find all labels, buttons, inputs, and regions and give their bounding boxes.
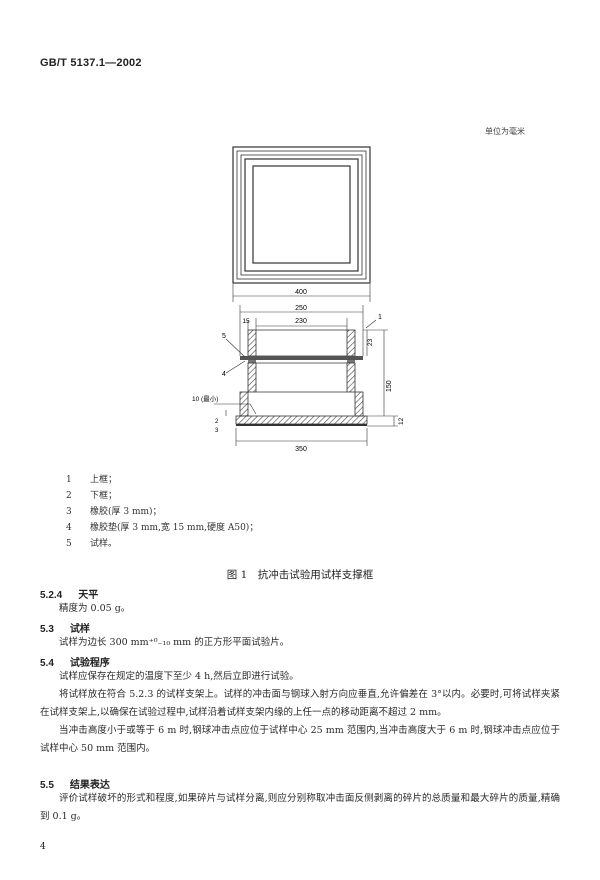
callout-5: 5	[222, 333, 226, 340]
dim-overall: 400	[295, 289, 307, 296]
section-body-5-4: 试样应保存在规定的温度下至少 4 h,然后立即进行试验。 将试样放在符合 5.2…	[40, 671, 560, 754]
dim-frame-outer: 250	[295, 305, 307, 312]
plan-view	[232, 146, 371, 284]
legend-number: 4	[66, 523, 72, 533]
legend-number: 3	[66, 507, 72, 517]
dim-frame-inner: 230	[295, 318, 307, 325]
section-body-5-3: 试样为边长 300 mm⁺⁰₋₁₀ mm 的正方形平面试验片。	[59, 637, 290, 648]
callout-4: 4	[222, 371, 226, 378]
legend-item-3: 3 橡胶(厚 3 mm)；	[66, 504, 162, 517]
unit-note: 单位为毫米	[485, 127, 525, 136]
page-number: 4	[40, 842, 46, 852]
dim-frame-height: 23	[367, 338, 374, 346]
legend-number: 1	[66, 475, 72, 485]
dim-lip: 15	[242, 318, 250, 325]
callout-2: 2	[215, 419, 219, 425]
support-frame-figure: 400 250 230 15 23 150 12 350 10 (最小) 1 5…	[192, 146, 405, 453]
dim-gap: 10 (最小)	[192, 394, 218, 403]
section-view	[235, 329, 368, 426]
section-body-5-2-4: 精度为 0.05 g。	[59, 603, 131, 614]
legend-item-1: 1 上框；	[66, 472, 117, 485]
legend-text: 上框；	[90, 475, 118, 485]
callout-3: 3	[215, 428, 219, 434]
callout-1: 1	[378, 314, 382, 321]
dim-base-width: 350	[295, 446, 307, 453]
legend-text: 橡胶(厚 3 mm)；	[90, 507, 162, 517]
legend-item-5: 5 试样。	[66, 536, 117, 549]
figure-caption: 图 1 抗冲击试验用试样支撑框	[226, 569, 374, 581]
legend-item-4: 4 橡胶垫(厚 3 mm,宽 15 mm,硬度 A50)；	[66, 520, 258, 533]
legend-item-2: 2 下框；	[66, 488, 117, 501]
legend-text: 橡胶垫(厚 3 mm,宽 15 mm,硬度 A50)；	[90, 523, 259, 533]
legend-text: 试样。	[90, 539, 118, 549]
legend-number: 2	[66, 491, 72, 501]
dim-base-height: 12	[398, 417, 405, 425]
standard-number: GB/T 5137.1—2002	[40, 57, 142, 69]
section-body-5-5: 评价试样破坏的形式和程度,如果碎片与试样分离,则应分别称取冲击面反侧剥离的碎片的…	[40, 793, 560, 822]
legend-number: 5	[66, 539, 72, 549]
dimension-lines	[214, 284, 398, 446]
dim-total-height: 150	[386, 380, 393, 392]
legend-text: 下框；	[90, 491, 118, 501]
